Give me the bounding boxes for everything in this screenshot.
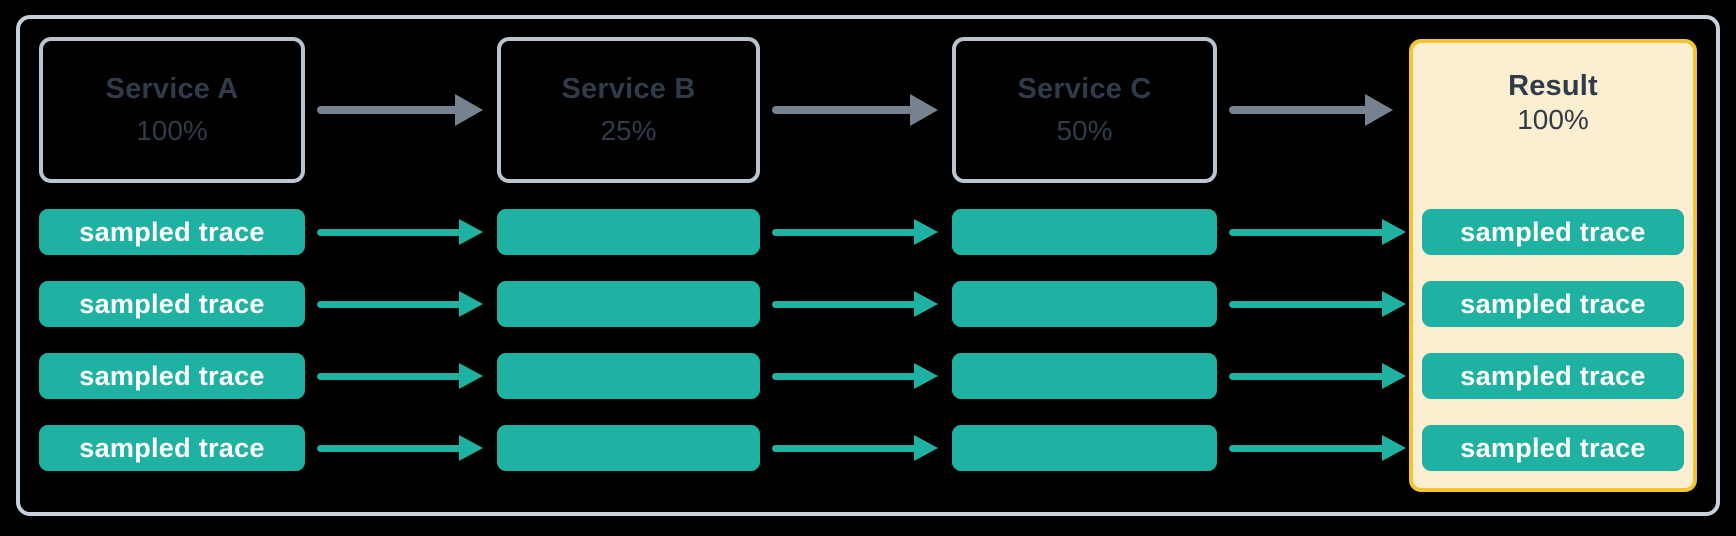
arrow-head-icon <box>914 219 938 245</box>
service-c-box: Service C 50% <box>952 37 1217 183</box>
sampled-trace-label: sampled trace <box>1460 360 1646 391</box>
trace-flow-arrow <box>317 291 483 317</box>
trace-flow-arrow <box>772 435 938 461</box>
trace-pill <box>497 425 760 471</box>
arrow-head-icon <box>1365 94 1393 126</box>
arrow-shaft <box>317 300 463 308</box>
arrow-shaft <box>772 444 918 452</box>
arrow-head-icon <box>914 363 938 389</box>
arrow-shaft <box>772 106 914 114</box>
arrow-head-icon <box>1382 363 1406 389</box>
sampled-trace-label: sampled trace <box>1460 288 1646 319</box>
trace-pill <box>497 209 760 255</box>
trace-pill <box>952 209 1217 255</box>
arrow-head-icon <box>914 435 938 461</box>
arrow-head-icon <box>1382 291 1406 317</box>
arrow-shaft <box>317 372 463 380</box>
arrow-shaft <box>772 372 918 380</box>
arrow-head-icon <box>459 363 483 389</box>
trace-flow-arrow <box>772 219 938 245</box>
arrow-shaft <box>772 228 918 236</box>
service-c-title: Service C <box>1017 73 1152 105</box>
sampled-trace-pill: sampled trace <box>1422 281 1684 327</box>
sampled-trace-label: sampled trace <box>79 360 265 391</box>
service-b-sample-rate: 25% <box>600 115 657 146</box>
trace-pill <box>952 281 1217 327</box>
trace-pill <box>497 353 760 399</box>
arrow-shaft <box>1229 106 1369 114</box>
arrow-shaft <box>1229 228 1386 236</box>
arrow-head-icon <box>459 219 483 245</box>
sampled-trace-label: sampled trace <box>1460 432 1646 463</box>
arrow-shaft <box>1229 372 1386 380</box>
result-box: Result 100% <box>1409 39 1697 492</box>
sampled-trace-label: sampled trace <box>79 216 265 247</box>
trace-pill <box>952 353 1217 399</box>
sampled-trace-label: sampled trace <box>79 432 265 463</box>
service-a-sample-rate: 100% <box>136 115 208 146</box>
trace-flow-arrow <box>1229 291 1406 317</box>
arrow-head-icon <box>459 435 483 461</box>
result-title: Result <box>1508 70 1598 102</box>
trace-flow-arrow <box>317 219 483 245</box>
sampled-trace-pill: sampled trace <box>1422 353 1684 399</box>
arrow-head-icon <box>914 291 938 317</box>
trace-pill <box>952 425 1217 471</box>
trace-flow-arrow <box>772 363 938 389</box>
service-a-box: Service A 100% <box>39 37 305 183</box>
arrow-shaft <box>317 228 463 236</box>
sampled-trace-label: sampled trace <box>79 288 265 319</box>
service-flow-arrow <box>317 94 483 126</box>
outer-frame <box>16 15 1720 516</box>
arrow-head-icon <box>459 291 483 317</box>
arrow-head-icon <box>1382 435 1406 461</box>
sampled-trace-label: sampled trace <box>1460 216 1646 247</box>
arrow-shaft <box>772 300 918 308</box>
sampled-trace-pill: sampled trace <box>39 209 305 255</box>
trace-flow-arrow <box>317 363 483 389</box>
sampled-trace-pill: sampled trace <box>1422 209 1684 255</box>
service-a-title: Service A <box>105 73 239 105</box>
arrow-shaft <box>1229 300 1386 308</box>
service-b-title: Service B <box>561 73 696 105</box>
trace-flow-arrow <box>1229 219 1406 245</box>
trace-flow-arrow <box>1229 363 1406 389</box>
arrow-head-icon <box>910 94 938 126</box>
arrow-head-icon <box>455 94 483 126</box>
arrow-shaft <box>1229 444 1386 452</box>
sampled-trace-pill: sampled trace <box>39 281 305 327</box>
trace-flow-arrow <box>317 435 483 461</box>
trace-flow-arrow <box>1229 435 1406 461</box>
arrow-shaft <box>317 106 459 114</box>
sampled-trace-pill: sampled trace <box>1422 425 1684 471</box>
sampled-trace-pill: sampled trace <box>39 353 305 399</box>
service-flow-arrow <box>772 94 938 126</box>
sampled-trace-pill: sampled trace <box>39 425 305 471</box>
trace-pill <box>497 281 760 327</box>
service-flow-arrow <box>1229 94 1393 126</box>
arrow-shaft <box>317 444 463 452</box>
result-sample-rate: 100% <box>1517 104 1589 135</box>
service-b-box: Service B 25% <box>497 37 760 183</box>
trace-flow-arrow <box>772 291 938 317</box>
arrow-head-icon <box>1382 219 1406 245</box>
service-c-sample-rate: 50% <box>1056 115 1113 146</box>
